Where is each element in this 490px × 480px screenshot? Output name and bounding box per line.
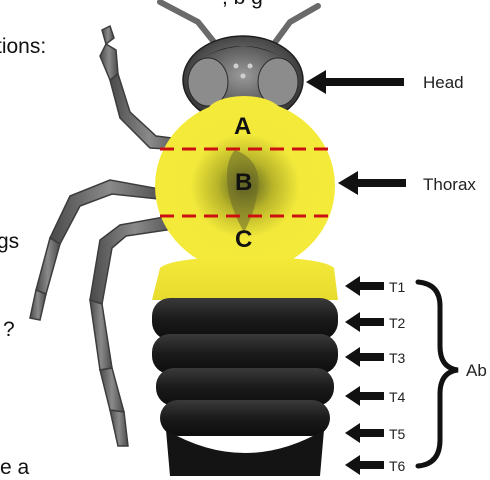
abdomen-label: Ab (466, 361, 487, 380)
segment-label-t3: T3 (389, 350, 406, 366)
segment-label-t4: T4 (389, 389, 406, 405)
segment-label-t2: T2 (389, 315, 406, 331)
segment-label-t5: T5 (389, 426, 406, 442)
thorax-label: Thorax (423, 175, 476, 194)
region-label-a: A (234, 113, 251, 140)
abdomen-brace (418, 282, 458, 466)
segment-label-t1: T1 (389, 279, 406, 295)
segment-arrows (345, 276, 384, 475)
head-pointer-arrow (306, 70, 404, 94)
region-label-c: C (235, 226, 252, 253)
insect-abdomen (152, 256, 338, 476)
region-label-b: B (235, 169, 252, 196)
head-label: Head (423, 73, 464, 92)
segment-labels: T1 T2 T3 T4 T5 T6 (389, 279, 406, 474)
segment-label-t6: T6 (389, 458, 406, 474)
thorax-pointer-arrow (338, 171, 406, 195)
